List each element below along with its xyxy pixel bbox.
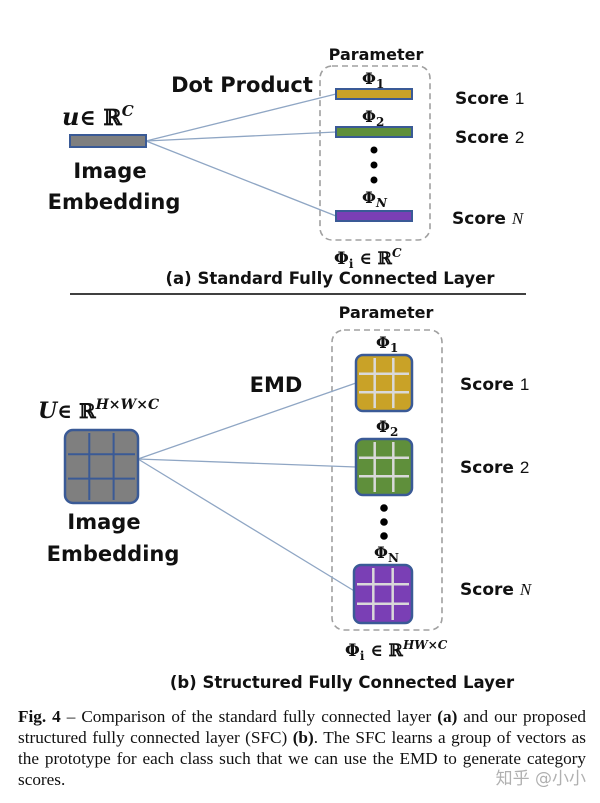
ellipsis-dot [380,518,388,526]
title-a: (a) Standard Fully Connected Layer [165,269,495,288]
param-space-b: Φi ∈ ℝHW×C [345,638,448,663]
score-2-b: Score 2 [460,458,529,478]
connector-line [137,382,357,460]
ellipsis-dot [370,161,378,169]
connector-line [137,458,357,593]
phi-1-label-a: Φ1 [362,69,384,91]
dot-product-label: Dot Product [171,73,313,97]
parameter-box-a [319,65,431,241]
embedding-math-a: u∈ ℝC [62,102,134,131]
connector-line [137,458,357,468]
parameter-label-b: Parameter [339,303,434,322]
prototype-bar-1-a [335,88,413,100]
figure-label: Fig. 4 [18,707,61,726]
prototype-grid-1-b [354,353,414,413]
ellipsis-dot [380,504,388,512]
embedding-label-b-line2: Embedding [47,542,180,566]
ellipsis-dot [370,176,378,184]
caption-text-3: . The SFC learns a group of vectors as t… [18,728,586,789]
connector-line [145,140,337,217]
embedding-grid-b [63,428,140,505]
param-space-a: Φi ∈ ℝC [334,246,402,271]
embedding-label-a-line2: Embedding [48,190,181,214]
prototype-bar-2-a [335,126,413,138]
connector-line [145,93,337,142]
caption-text-1: – Comparison of the standard fully conne… [60,707,438,726]
phi-2-label-a: Φ2 [362,107,384,129]
score-2-a: Score 2 [455,128,524,148]
prototype-bar-n-a [335,210,413,222]
emd-label: EMD [250,373,303,397]
parameter-box-b [331,329,443,631]
title-b: (b) Structured Fully Connected Layer [170,673,515,692]
figure-caption: Fig. 4 – Comparison of the standard full… [18,706,586,790]
ellipsis-dot [370,146,378,154]
part-b: Parameter EMD U∈ ℝH×W×C Image Embedding … [38,303,533,692]
phi-n-label-a: ΦN [362,188,388,210]
embedding-math-b: U∈ ℝH×W×C [38,397,159,424]
phi-1-label-b: Φ1 [376,333,398,355]
prototype-grid-n-b [352,563,414,625]
caption-text-2: and our proposed structured fully connec… [18,707,586,747]
score-1-b: Score 1 [460,375,529,395]
phi-n-label-b: ΦN [374,543,399,565]
embedding-vector-a [69,134,147,148]
connector-line [145,131,337,142]
score-1-a: Score 1 [455,89,524,109]
score-n-a: Score N [452,209,525,229]
parameter-label-a: Parameter [329,45,424,64]
caption-ref-b: (b) [292,728,314,747]
prototype-grid-2-b [354,437,414,497]
watermark: 知乎 @小小 [495,769,586,789]
phi-2-label-b: Φ2 [376,417,398,439]
ellipsis-dot [380,532,388,540]
caption-ref-a: (a) [437,707,458,726]
part-a: Parameter Dot Product u∈ ℝC Image Embedd… [48,45,525,288]
score-n-b: Score N [460,580,533,600]
embedding-label-b-line1: Image [67,510,140,534]
embedding-label-a-line1: Image [73,159,146,183]
